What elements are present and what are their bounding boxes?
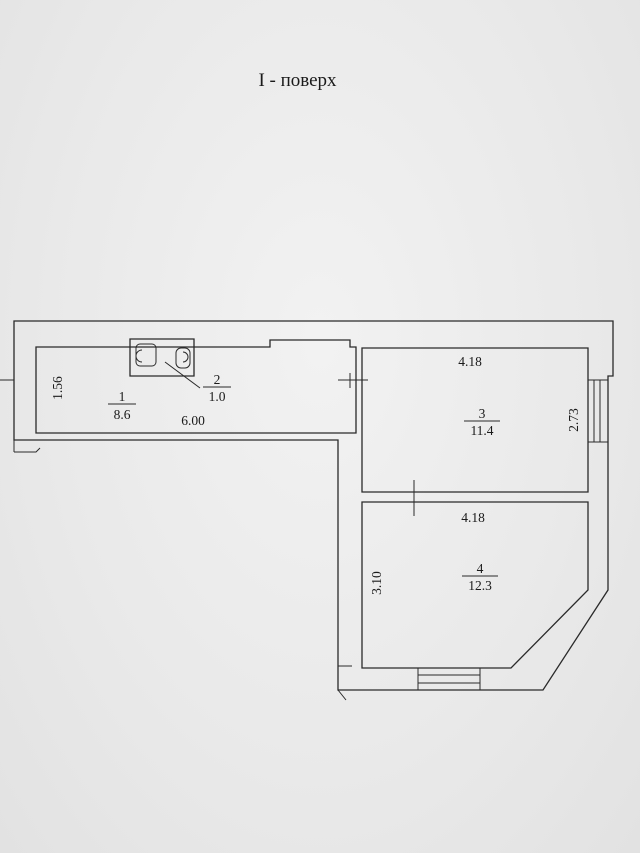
room-4-window — [417, 667, 481, 691]
floor-title: І - поверх — [258, 70, 337, 91]
left-end-wall — [0, 379, 41, 453]
room-4-wall-detail — [337, 665, 352, 701]
outer-wall — [13, 320, 614, 691]
room-4-area: 12.3 — [468, 578, 492, 593]
room-1-depth-dimension: 1.56 — [50, 376, 65, 400]
room-4-number: 4 — [477, 561, 484, 576]
toilet-bowl — [135, 349, 143, 363]
room-4-depth-dimension: 3.10 — [369, 571, 384, 595]
room-3-window-panes — [588, 379, 608, 443]
room-4-window-panes — [418, 674, 480, 684]
room-2-outline — [129, 338, 195, 377]
sink-fixture — [175, 347, 191, 369]
room-4-width-dimension: 4.18 — [461, 510, 485, 525]
room-1-number: 1 — [119, 389, 126, 404]
room-2-leader-line — [164, 361, 201, 389]
room-3-width-dimension: 4.18 — [458, 354, 482, 369]
room-3-area: 11.4 — [470, 423, 493, 438]
room-3-number: 3 — [479, 406, 486, 421]
room-1-outline — [35, 339, 357, 434]
corridor-door-mark — [338, 373, 368, 388]
room-2-number: 2 — [214, 372, 221, 387]
room-1-area: 8.6 — [114, 407, 131, 422]
room-4-outline — [361, 501, 589, 669]
room-2-area: 1.0 — [209, 389, 226, 404]
room-3-window — [587, 379, 609, 443]
room-1-length-dimension: 6.00 — [181, 413, 205, 428]
room-3-depth-dimension: 2.73 — [566, 408, 581, 432]
sink-bowl — [182, 351, 189, 363]
room-3-outline — [361, 347, 589, 493]
